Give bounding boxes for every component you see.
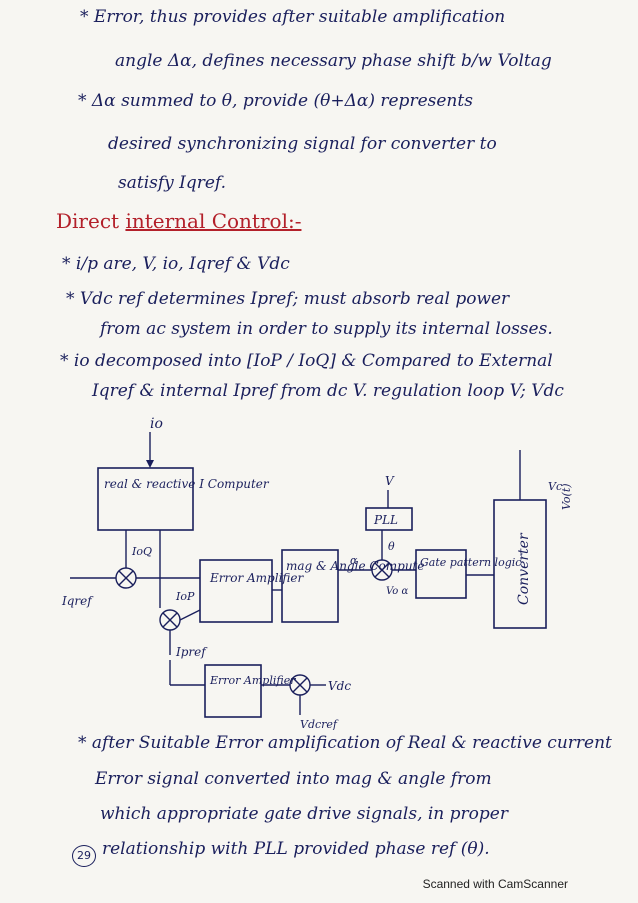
note-line-7: * Vdc ref determines Ipref; must absorb … [66, 289, 510, 309]
note-line-11: * after Suitable Error amplification of … [78, 733, 612, 753]
pll-block [365, 507, 413, 531]
mag-angle-compute-block [281, 549, 339, 623]
label-iqref: Iqref [61, 594, 94, 608]
page-number-badge: 29 [72, 845, 96, 867]
scanner-watermark: Scanned with CamScanner [422, 877, 568, 891]
note-line-8: from ac system in order to supply its in… [100, 319, 553, 339]
label-vdc: Vdc [328, 679, 351, 693]
gate-logic-label: Gate pattern logic [420, 556, 521, 569]
pll-label: PLL [373, 513, 398, 527]
label-theta: θ [388, 540, 395, 553]
note-line-9: * io decomposed into [IoP / IoQ] & Compa… [60, 351, 553, 371]
section-heading: Direct internal Control:- [56, 210, 638, 232]
error-amplifier-top-block [199, 559, 273, 623]
label-vdcref: Vdcref [300, 718, 339, 730]
reactive-current-computer-block [97, 467, 194, 531]
note-line-3: * Δα summed to θ, provide (θ+Δα) represe… [78, 91, 473, 111]
error-amplifier-bottom-block [204, 664, 262, 718]
note-line-10: Iqref & internal Ipref from dc V. regula… [92, 381, 564, 401]
note-line-5: satisfy Iqref. [118, 173, 227, 193]
label-ipref: Ipref [175, 645, 208, 659]
compute-block-label: real & reactive I Computer [104, 477, 270, 491]
note-line-13: which appropriate gate drive signals, in… [100, 804, 508, 824]
converter-label: Converter [516, 532, 532, 605]
gate-pattern-logic-block [415, 549, 467, 599]
label-io-in: io [150, 416, 163, 432]
error-amp-bottom-label: Error Amplifier [209, 674, 296, 687]
label-ioq: IoQ [131, 545, 152, 558]
block-diagram: io real & reactive I Computer IoQ Iqref … [61, 416, 573, 730]
note-line-12: Error signal converted into mag & angle … [95, 769, 492, 789]
label-vc: Vc [548, 480, 562, 493]
note-line-6: * i/p are, V, io, Iqref & Vdc [62, 254, 290, 274]
heading-word-direct: Direct [56, 209, 126, 233]
mag-angle-label: mag & Angle Compute [286, 559, 424, 573]
label-iop: IoP [175, 590, 195, 603]
note-line-2: angle Δα, defines necessary phase shift … [115, 51, 552, 71]
error-amp-top-label: Error Amplifier [209, 571, 305, 585]
note-line-14: relationship with PLL provided phase ref… [102, 839, 490, 859]
label-v: V [385, 474, 395, 488]
heading-internal-control: internal Control:- [125, 209, 302, 233]
note-line-4: desired synchronizing signal for convert… [108, 134, 497, 154]
label-vo-side: Vo(t) [560, 483, 573, 510]
note-line-1: * Error, thus provides after suitable am… [80, 7, 506, 27]
label-alpha: α [350, 554, 358, 567]
label-vo-alpha: Vo α [386, 586, 409, 597]
